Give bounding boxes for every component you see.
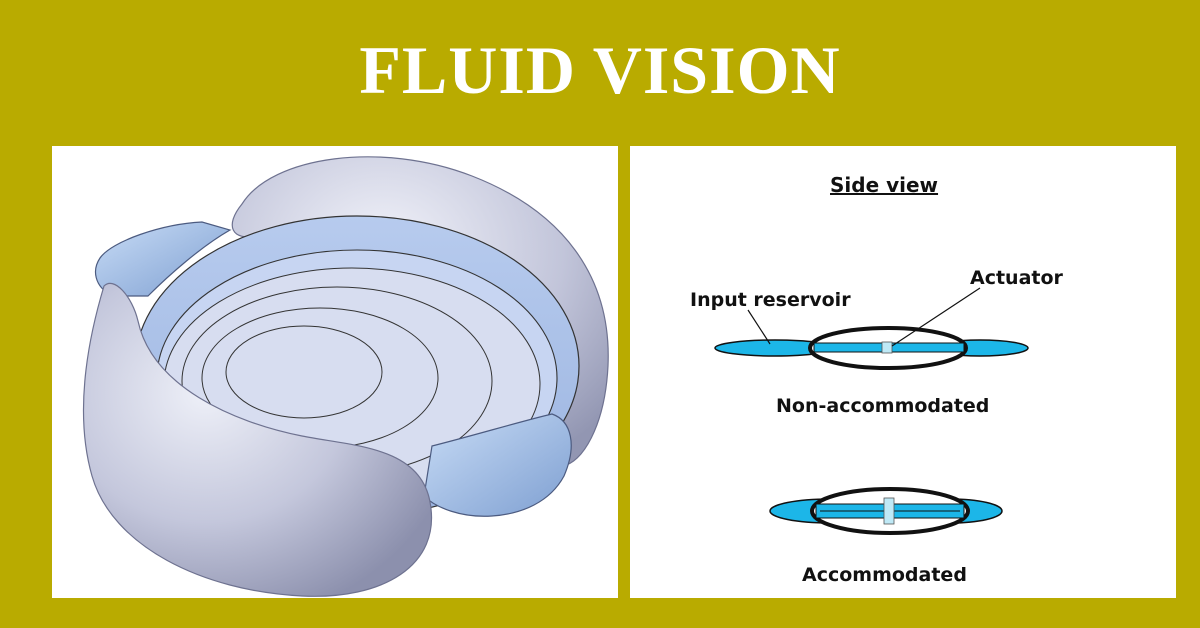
- tab-front-right: [423, 413, 572, 517]
- lens-3d-illustration: [82, 156, 609, 597]
- accommodated-label: Accommodated: [802, 564, 967, 586]
- side-view-diagram: [714, 287, 1029, 535]
- lens-3d-illustration-panel: [52, 146, 618, 598]
- actuator-leader: [891, 287, 981, 347]
- lens-accommodated: [769, 487, 1003, 535]
- actuator-mark-bottom: [883, 497, 895, 525]
- side-view-heading: Side view: [830, 173, 939, 197]
- haptic-front-left: [82, 282, 433, 597]
- non-accommodated-label: Non-accommodated: [776, 395, 990, 417]
- tab-back-left: [94, 221, 232, 297]
- optic-ring-3: [225, 325, 383, 419]
- input-reservoir-leader: [747, 309, 771, 345]
- side-view-diagram-panel: Side view Input reservoir Actuator Non-a…: [630, 146, 1176, 598]
- actuator-label: Actuator: [970, 267, 1063, 289]
- input-reservoir-label: Input reservoir: [690, 289, 851, 311]
- lens-non-accommodated: [714, 326, 1029, 370]
- page-title: FLUID VISION: [359, 32, 841, 108]
- actuator-mark: [881, 341, 893, 354]
